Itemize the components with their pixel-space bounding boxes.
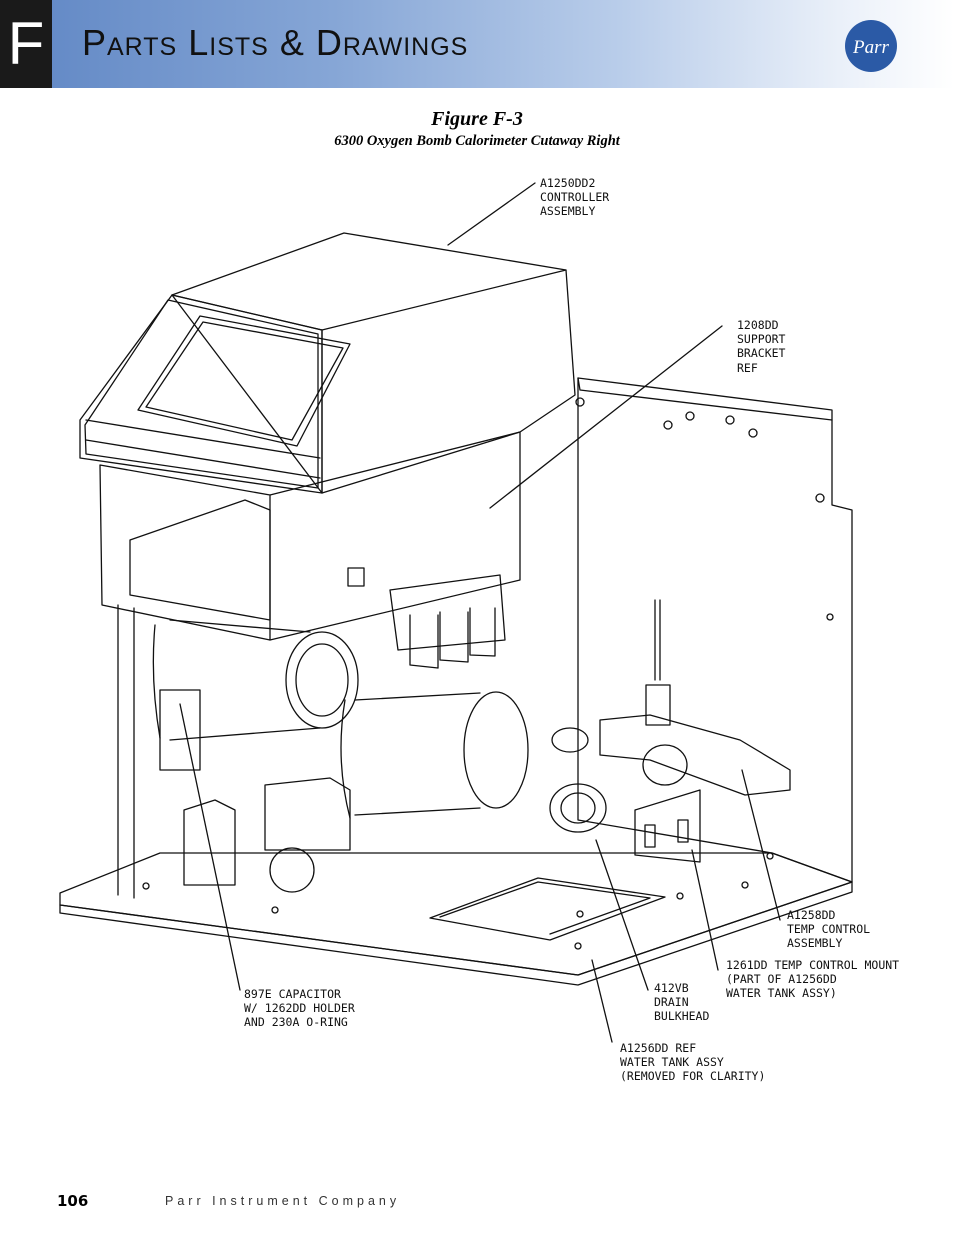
- callout-support-bracket: 1208DD SUPPORT BRACKET REF: [737, 318, 786, 375]
- leader-temp-control: [741, 769, 781, 921]
- drain-bulkhead: [549, 783, 607, 833]
- leader-water-tank: [591, 959, 613, 1043]
- logo-text: Parr: [852, 37, 890, 58]
- electronics-box: [129, 499, 271, 621]
- leader-capacitor: [179, 703, 241, 991]
- callout-temp-control-assembly: A1258DD TEMP CONTROL ASSEMBLY: [787, 908, 871, 951]
- temp-control-mount: [634, 789, 701, 863]
- page-number: 106: [57, 1192, 89, 1210]
- leader-drain: [595, 839, 649, 991]
- calorimeter-cutaway-drawing: [59, 182, 853, 1043]
- back-panel: [577, 377, 853, 883]
- leader-support: [489, 325, 723, 509]
- base-cutout: [429, 877, 666, 941]
- parr-logo: Parr: [845, 20, 897, 72]
- figure-caption: 6300 Oxygen Bomb Calorimeter Cutaway Rig…: [334, 133, 620, 149]
- controller-screen: [137, 315, 351, 447]
- callout-water-tank: A1256DD REF WATER TANK ASSY (REMOVED FOR…: [620, 1041, 766, 1084]
- section-title: Parts Lists & Drawings: [82, 22, 469, 63]
- base-plate: [59, 852, 853, 976]
- leader-controller: [447, 182, 536, 246]
- leader-temp-mount: [691, 849, 719, 971]
- pump-motor: [285, 631, 359, 729]
- capacitor: [159, 689, 201, 771]
- callout-capacitor: 897E CAPACITOR W/ 1262DD HOLDER AND 230A…: [244, 987, 355, 1030]
- support-bracket: [99, 464, 271, 641]
- drain-pump-cylinder: [463, 691, 529, 809]
- footer-company: Parr Instrument Company: [165, 1194, 401, 1208]
- callout-drain-bulkhead: 412VB DRAIN BULKHEAD: [654, 981, 710, 1024]
- header-band: [0, 0, 954, 88]
- solenoid-valve: [264, 777, 351, 851]
- temp-control-block: [599, 714, 791, 796]
- controller-housing: [171, 232, 576, 494]
- figure-title: Figure F-3: [431, 108, 523, 130]
- callout-controller-assembly: A1250DD2 CONTROLLER ASSEMBLY: [540, 176, 610, 219]
- section-letter-tab: F: [0, 0, 52, 88]
- valve-manifold: [389, 574, 506, 651]
- callout-temp-control-mount: 1261DD TEMP CONTROL MOUNT (PART OF A1256…: [726, 958, 900, 1001]
